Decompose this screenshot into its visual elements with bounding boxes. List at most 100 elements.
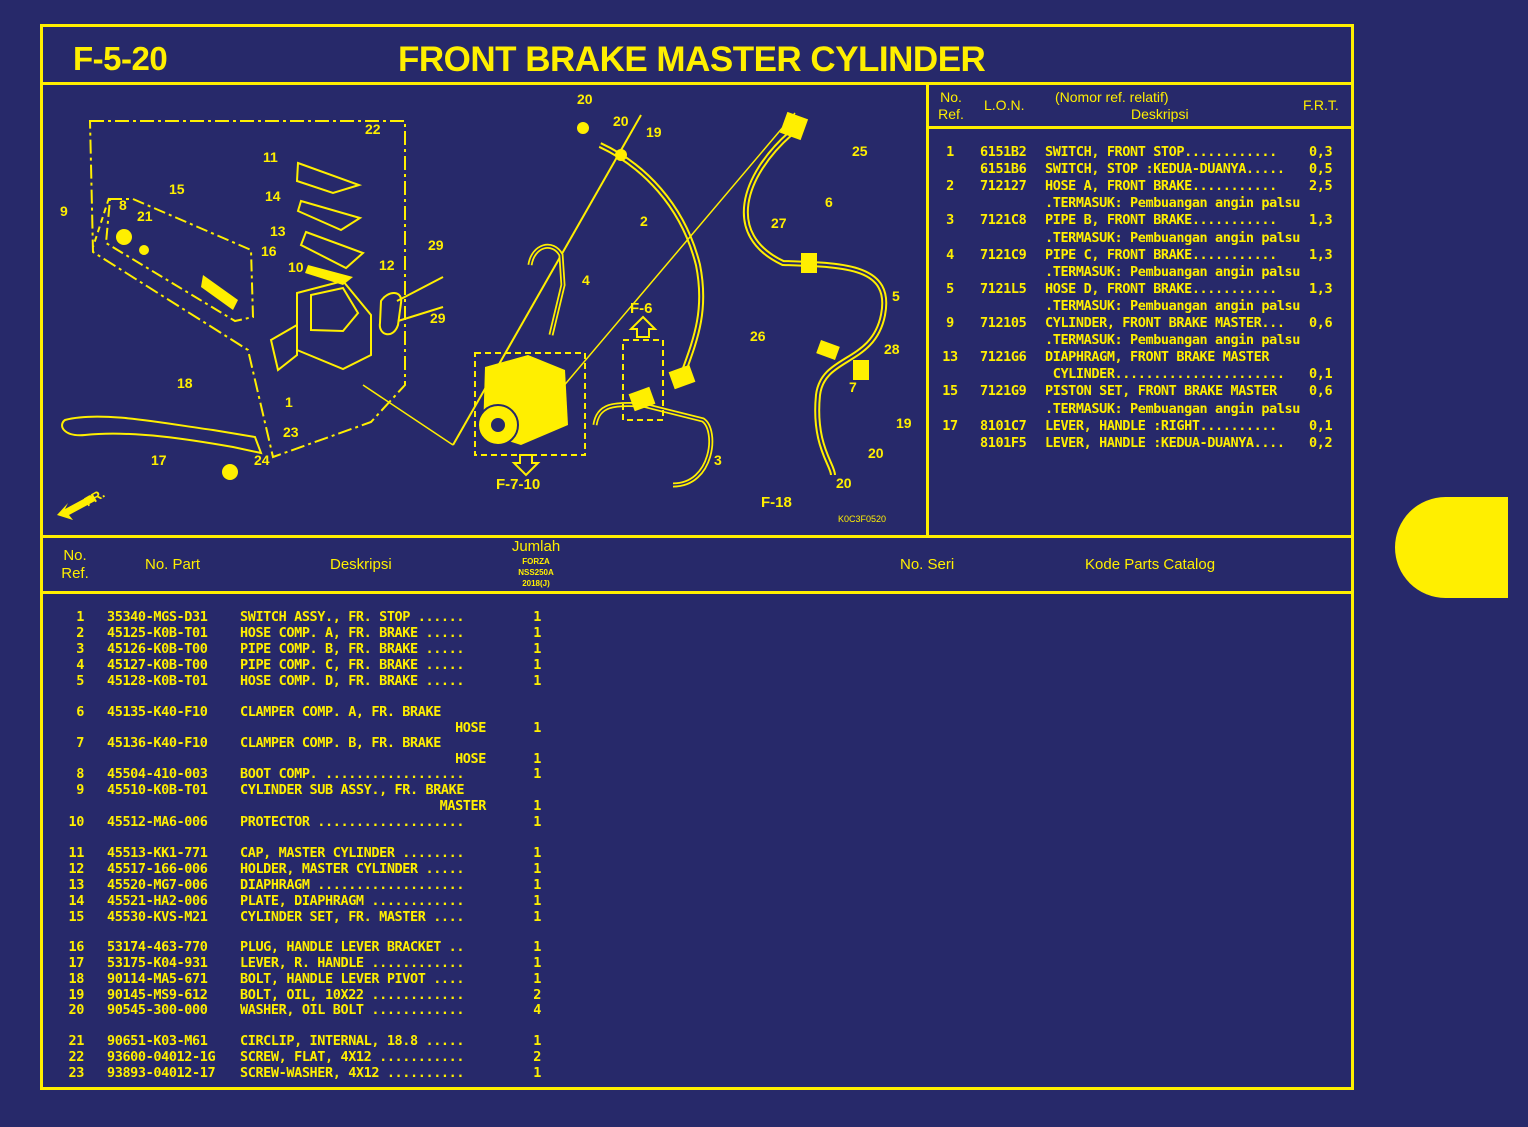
ref-number: 22 bbox=[68, 1049, 85, 1065]
parts-col-header-serial: No. Seri bbox=[900, 556, 955, 573]
section-ref-f6[interactable]: F-6 bbox=[630, 300, 653, 317]
callout-label[interactable]: 18 bbox=[177, 375, 193, 391]
parts-col-header-model: FORZA NSS250A 2018(J) bbox=[505, 556, 567, 589]
callout-label[interactable]: 28 bbox=[884, 341, 900, 357]
ref-number: 14 bbox=[68, 893, 85, 909]
callout-label[interactable]: 10 bbox=[288, 259, 304, 275]
lon-code: 7121G6 bbox=[980, 349, 1027, 366]
callout-label[interactable]: 17 bbox=[151, 452, 167, 468]
callout-label[interactable]: 20 bbox=[613, 113, 629, 129]
callout-label[interactable]: 9 bbox=[60, 203, 68, 219]
ref-number: 9 bbox=[946, 315, 954, 331]
ref-number: 23 bbox=[68, 1065, 85, 1081]
callout-label[interactable]: 13 bbox=[270, 223, 286, 239]
callout-label[interactable]: 19 bbox=[896, 415, 912, 431]
part-number: 45517-166-006 bbox=[107, 861, 208, 877]
description: SWITCH, FRONT STOP............ bbox=[1045, 144, 1277, 160]
part-number: 45135-K40-F10 bbox=[107, 704, 208, 720]
ref-number: 5 bbox=[76, 673, 84, 689]
callout-label[interactable]: 20 bbox=[868, 445, 884, 461]
ref-number: 2 bbox=[946, 178, 954, 195]
part-description: CLAMPER COMP. A, FR. BRAKE bbox=[240, 704, 441, 720]
ref-header-divider bbox=[926, 126, 1354, 129]
callout-label[interactable]: 23 bbox=[283, 424, 299, 440]
quantity: 1 bbox=[533, 766, 541, 782]
callout-label[interactable]: 14 bbox=[265, 188, 281, 204]
callout-label[interactable]: 1 bbox=[285, 394, 293, 410]
ref-number: 3 bbox=[946, 212, 954, 229]
part-number: 45127-K0B-T00 bbox=[107, 657, 208, 673]
callout-label[interactable]: 25 bbox=[852, 143, 868, 159]
callout-label[interactable]: 19 bbox=[646, 124, 662, 140]
quantity: 1 bbox=[533, 909, 541, 925]
ref-number: 13 bbox=[68, 877, 85, 893]
callout-label[interactable]: 7 bbox=[849, 379, 857, 395]
lon-code: 7121C9 bbox=[980, 246, 1027, 263]
ref-number: 11 bbox=[68, 845, 85, 861]
description: .TERMASUK: Pembuangan angin palsu bbox=[1045, 400, 1301, 417]
quantity: 1 bbox=[533, 673, 541, 689]
callout-label[interactable]: 24 bbox=[254, 452, 270, 468]
callout-label[interactable]: 29 bbox=[428, 237, 444, 253]
callout-label[interactable]: 16 bbox=[261, 243, 277, 259]
callout-label[interactable]: 3 bbox=[714, 452, 722, 468]
parts-header-divider bbox=[40, 591, 1354, 594]
callout-label[interactable]: 11 bbox=[263, 149, 278, 165]
section-ref-f18[interactable]: F-18 bbox=[761, 494, 792, 511]
description: .TERMASUK: Pembuangan angin palsu bbox=[1045, 195, 1301, 212]
part-number: 45520-MG7-006 bbox=[107, 877, 208, 893]
part-number: 90145-MS9-612 bbox=[107, 987, 208, 1003]
callout-label[interactable]: 26 bbox=[750, 328, 766, 344]
callout-label[interactable]: 27 bbox=[771, 215, 787, 231]
part-number: 93893-04012-17 bbox=[107, 1065, 216, 1081]
callout-label[interactable]: 20 bbox=[836, 475, 852, 491]
part-number: 45504-410-003 bbox=[107, 766, 208, 782]
callout-label[interactable]: 2 bbox=[640, 213, 648, 229]
callout-label[interactable]: 8 bbox=[119, 197, 127, 213]
callout-label[interactable]: 22 bbox=[365, 121, 381, 137]
callout-label[interactable]: 21 bbox=[137, 208, 153, 224]
part-description: CIRCLIP, INTERNAL, 18.8 ..... bbox=[240, 1033, 465, 1049]
callout-label[interactable]: 15 bbox=[169, 181, 185, 197]
ref-col-header-lon: L.O.N. bbox=[984, 97, 1025, 113]
frt-value: 1,3 bbox=[1309, 212, 1333, 229]
callout-label[interactable]: 12 bbox=[379, 257, 395, 273]
part-description: BOOT COMP. .................. bbox=[240, 766, 465, 782]
quantity: 1 bbox=[533, 939, 541, 955]
callout-label[interactable]: 5 bbox=[892, 288, 900, 304]
callout-label[interactable]: 29 bbox=[430, 310, 446, 326]
section-ref-f7-10[interactable]: F-7-10 bbox=[496, 476, 541, 493]
quantity: 1 bbox=[533, 625, 541, 641]
callout-label[interactable]: 20 bbox=[577, 91, 593, 107]
lon-code: 7121L5 bbox=[980, 280, 1027, 297]
callout-label[interactable]: 6 bbox=[825, 194, 833, 210]
part-description: SWITCH ASSY., FR. STOP ...... bbox=[240, 609, 465, 625]
next-page-tab[interactable] bbox=[1395, 497, 1508, 598]
parts-col-header-no: No. Ref. bbox=[61, 547, 89, 582]
callout-label[interactable]: 4 bbox=[582, 272, 590, 288]
part-number: 45521-HA2-006 bbox=[107, 893, 208, 909]
